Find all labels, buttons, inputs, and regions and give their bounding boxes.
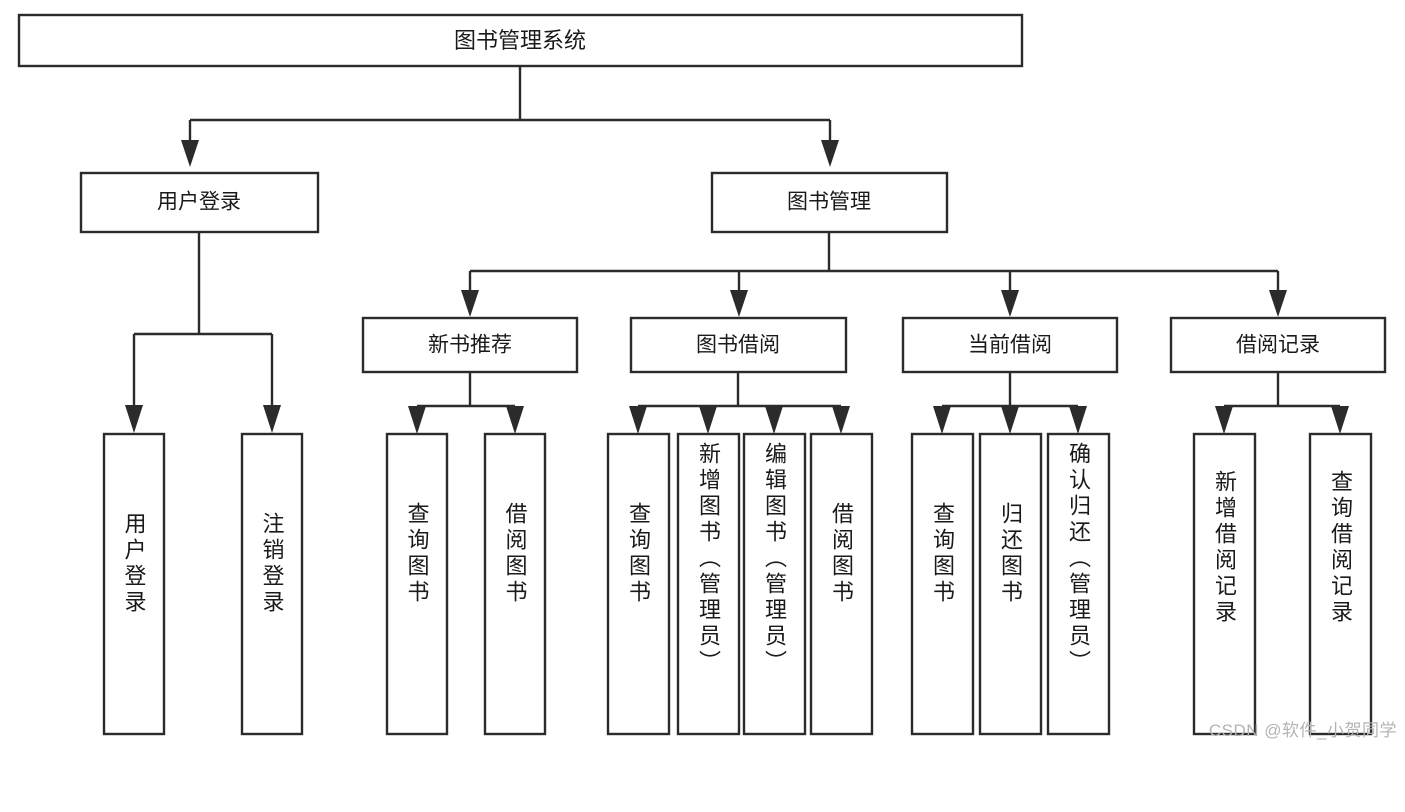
node-book-mgmt-label: 图书管理 (787, 191, 871, 214)
arrowhead-root-to-book-mgmt (821, 140, 839, 167)
arrowhead-book-borrow-leaf-2 (699, 406, 717, 434)
arrowhead-current-borrow-leaf-3 (1069, 406, 1087, 434)
arrowhead-book-mgmt-to-book-borrow (730, 290, 748, 317)
leaf-box-borrow-record-1[interactable] (1192, 432, 1257, 736)
node-current-borrow-label: 当前借阅 (968, 334, 1052, 357)
node-book-borrow-label: 图书借阅 (696, 334, 780, 357)
leaf-box-book-borrow-3[interactable] (742, 432, 807, 736)
node-book-borrow-box[interactable] (629, 316, 848, 374)
flowchart-svg: 图书管理系统 用户登录 图书管理 新书推荐 (17, 13, 1387, 736)
leaf-box-user-login-2[interactable] (240, 432, 304, 736)
arrowhead-borrow-record-leaf-1 (1215, 406, 1233, 434)
leaf-box-book-borrow-1[interactable] (606, 432, 671, 736)
arrowhead-book-borrow-leaf-4 (832, 406, 850, 434)
node-borrow-record-box[interactable] (1169, 316, 1387, 374)
node-user-login-label: 用户登录 (157, 191, 241, 214)
arrowhead-book-mgmt-to-new-book (461, 290, 479, 317)
arrowhead-book-borrow-leaf-1 (629, 406, 647, 434)
arrowhead-book-mgmt-to-borrow-record (1269, 290, 1287, 317)
arrowhead-book-mgmt-to-current-borrow (1001, 290, 1019, 317)
leaf-box-current-borrow-1[interactable] (910, 432, 975, 736)
leaf-box-user-login-1[interactable] (102, 432, 166, 736)
node-root-box[interactable] (17, 13, 1024, 68)
node-book-mgmt-box[interactable] (710, 171, 949, 234)
leaf-box-borrow-record-2[interactable] (1308, 432, 1373, 736)
arrowhead-borrow-record-leaf-2 (1331, 406, 1349, 434)
leaf-box-new-book-1[interactable] (385, 432, 449, 736)
leaf-box-book-borrow-4[interactable] (809, 432, 874, 736)
arrowhead-current-borrow-leaf-2 (1001, 406, 1019, 434)
node-new-book-label: 新书推荐 (428, 334, 512, 357)
leaf-box-current-borrow-2[interactable] (978, 432, 1043, 736)
node-new-book-box[interactable] (361, 316, 579, 374)
leaf-box-book-borrow-2[interactable] (676, 432, 741, 736)
arrowhead-user-login-leaf-1 (125, 405, 143, 433)
leaf-box-new-book-2[interactable] (483, 432, 547, 736)
arrowhead-book-borrow-leaf-3 (765, 406, 783, 434)
arrowhead-root-to-user-login (181, 140, 199, 167)
node-root-label: 图书管理系统 (454, 28, 586, 53)
leaf-box-current-borrow-3[interactable] (1046, 432, 1111, 736)
arrowhead-current-borrow-leaf-1 (933, 406, 951, 434)
flowchart-canvas: 图书管理系统 用户登录 图书管理 新书推荐 (17, 13, 1397, 740)
node-borrow-record-label: 借阅记录 (1236, 334, 1320, 357)
arrowhead-new-book-leaf-2 (506, 406, 524, 434)
arrowhead-new-book-leaf-1 (408, 406, 426, 434)
arrowhead-user-login-leaf-2 (263, 405, 281, 433)
node-current-borrow-box[interactable] (901, 316, 1119, 374)
